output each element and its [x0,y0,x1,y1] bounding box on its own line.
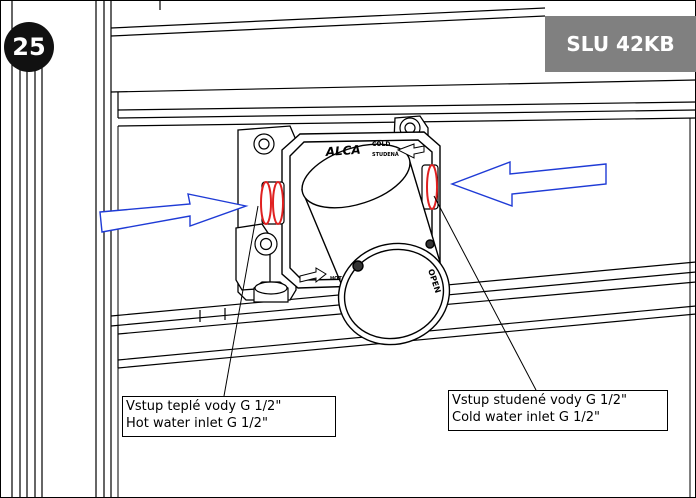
valve-cold-label-cz: STUDENÁ [372,151,399,158]
side-panel-lines [117,118,691,498]
hot-callout-line-cz: Vstup teplé vody G 1/2" [126,399,282,414]
valve-hot-arrow-icon [299,267,327,284]
cold-inlet-port [421,164,439,210]
bolt-bottom-left [254,232,278,256]
cold-water-callout: Vstup studené vody G 1/2" Cold water inl… [448,390,668,431]
hot-leader-line [223,205,259,397]
hot-flow-arrow-icon [99,193,249,233]
valve-cold-label: COLD [372,141,390,148]
hot-water-callout: Vstup teplé vody G 1/2" Hot water inlet … [122,396,336,437]
hot-callout-line-en: Hot water inlet G 1/2" [126,416,268,431]
left-frame-profile [11,0,112,498]
cold-callout-line-en: Cold water inlet G 1/2" [452,410,600,425]
hot-inlet-port [260,181,285,225]
model-label: SLU 42KB [545,16,696,72]
upper-rail [110,79,696,127]
top-panel [110,0,546,37]
valve-hot-label: HOT [330,276,342,282]
valve-brand-text: ALCA [324,143,361,159]
valve-flow-arrow-icon [396,143,425,159]
step-number-badge: 25 [4,22,54,72]
valve-handle [301,143,451,346]
nut-bottom [253,281,289,303]
cold-flow-arrow-icon [449,160,607,208]
bolt-top-left [253,133,275,155]
cold-leader-line [433,195,537,391]
cold-callout-line-cz: Vstup studené vody G 1/2" [452,393,627,408]
